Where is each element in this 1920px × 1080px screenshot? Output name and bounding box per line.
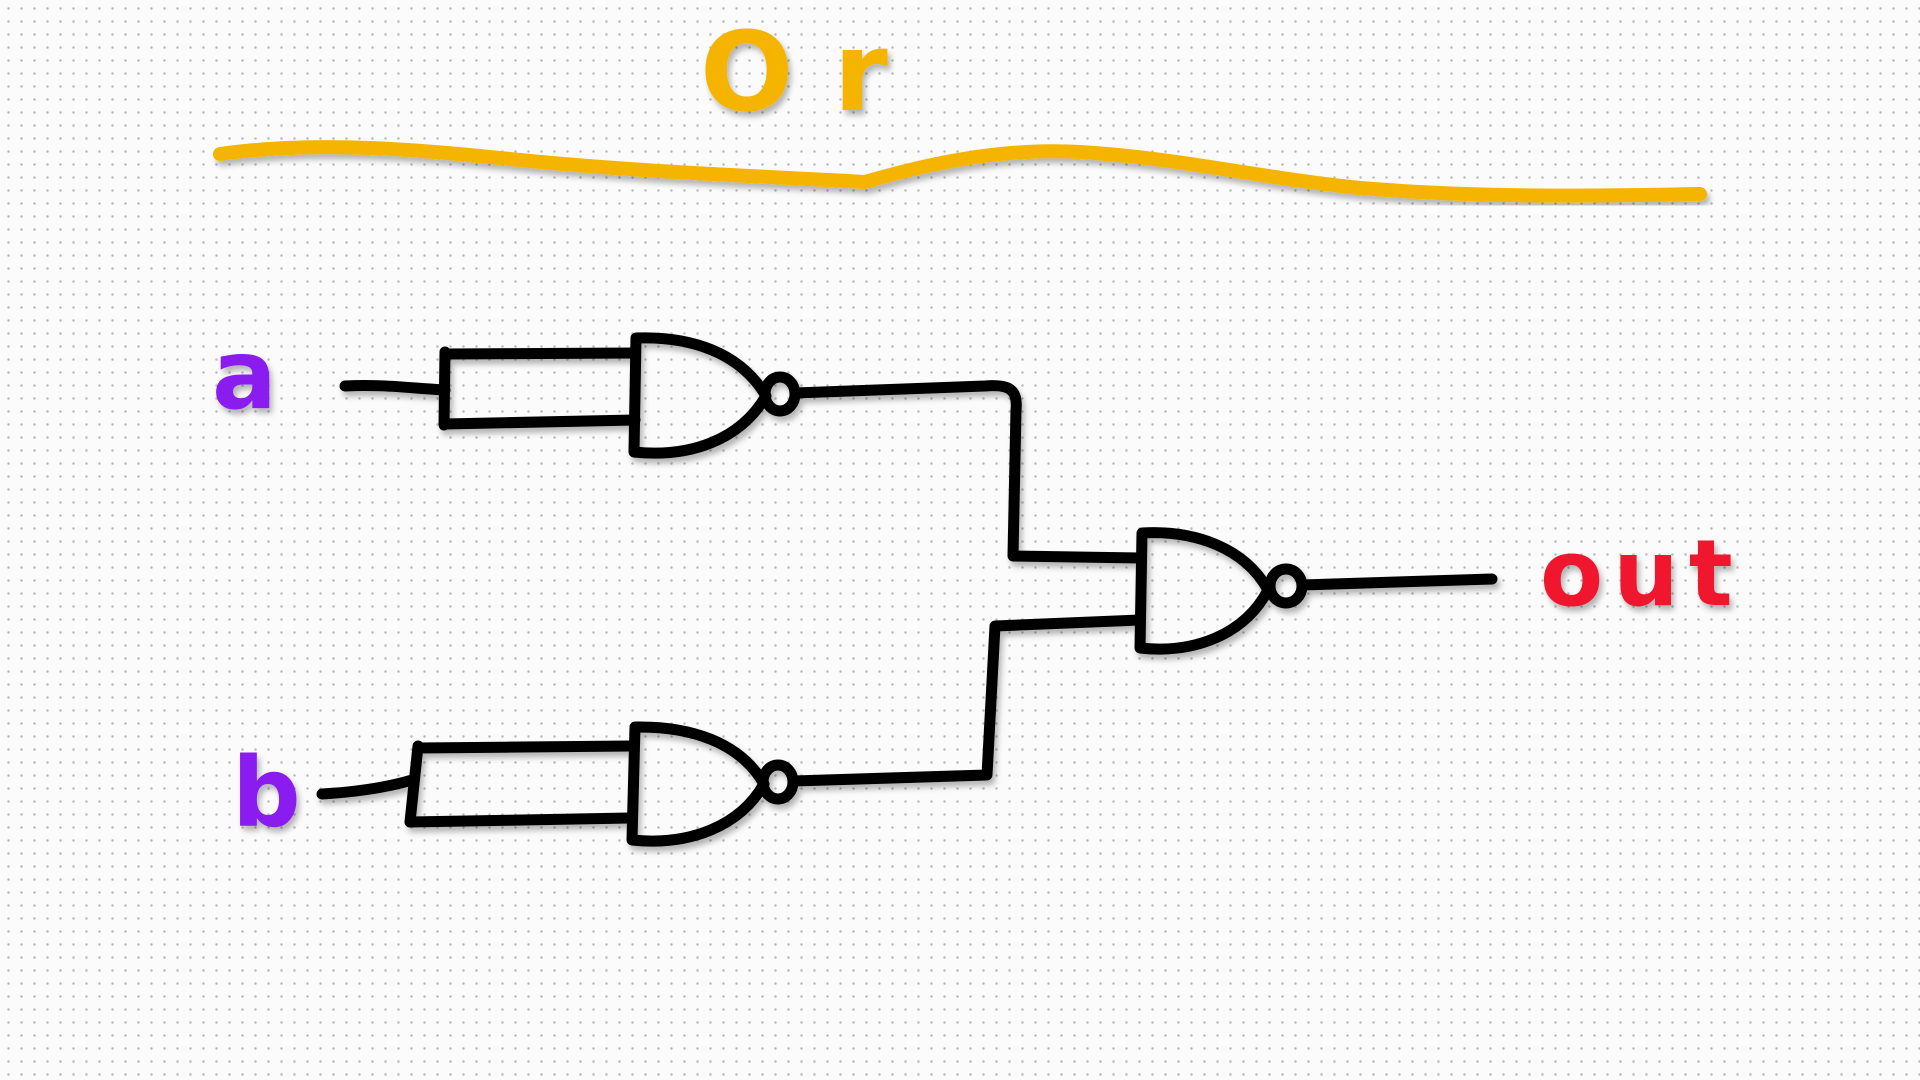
output-label: out <box>1540 520 1743 627</box>
gate-b-input-tie <box>404 740 638 828</box>
nand-b-bubble <box>757 759 799 805</box>
wire-out <box>1296 573 1498 591</box>
wire-b-in <box>316 774 418 800</box>
gate-a-input-tie <box>438 346 641 431</box>
nand-gate-a <box>628 332 772 459</box>
wire-a-in <box>339 379 451 396</box>
input-b-label: b <box>232 737 301 849</box>
wiring <box>316 332 1498 847</box>
wire-a-out <box>789 380 1146 564</box>
title-underline <box>213 140 1707 203</box>
nand-gate-b <box>626 721 770 847</box>
title-text: Or <box>700 8 928 136</box>
wire-b-out <box>788 614 1146 787</box>
input-a-label: a <box>212 319 277 431</box>
nand-gate-out <box>1134 527 1274 655</box>
